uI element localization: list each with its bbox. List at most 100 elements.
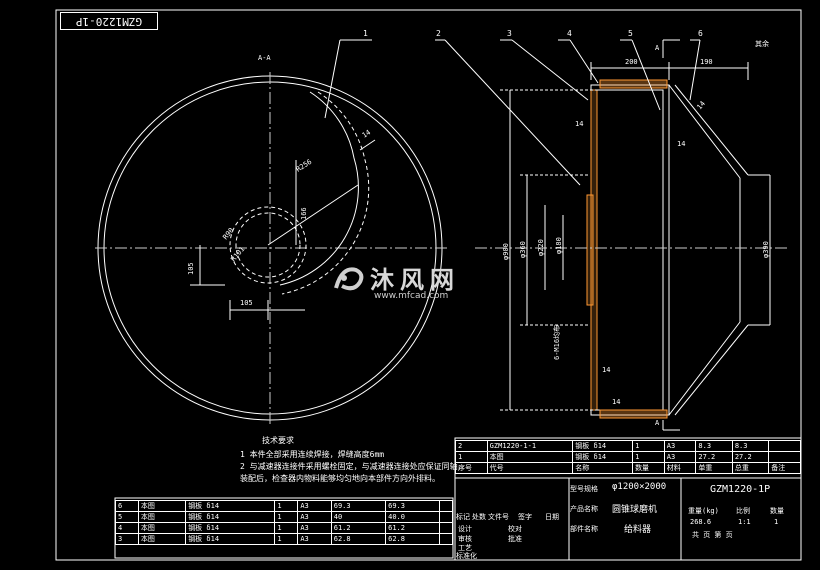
header-code: 代号 [486,462,574,474]
rev-header-2: 文件号 [488,513,509,521]
rev-header-0: 标记 [456,513,470,521]
cell-qty: 1 [274,533,299,545]
section-a-top: A [655,44,660,52]
dim-14-a: 14 [575,120,583,128]
cell-qty: 1 [632,440,665,452]
dim-d180: φ180 [555,237,563,254]
cell-mat: A3 [297,511,332,523]
rev-header-1: 处数 [472,513,486,521]
product-label: 产品名称 [570,505,598,513]
section-a-bottom: A [655,419,660,427]
dim-14-e: 14 [612,398,620,406]
scale-label: 比例 [736,507,750,515]
left-view [95,39,448,425]
cell-code: 本图 [137,511,187,523]
header-no: 序号 [455,462,488,474]
table-lines [114,437,802,561]
header-w1: 单重 [695,462,733,474]
watermark: 沐风网 www.mfcad.com [330,258,490,308]
weight-value: 268.6 [690,518,712,526]
right-dim-labels: 200 190 14 14 14 14 14 φ900 φ360 φ220 φ1… [502,39,770,427]
role-design: 设计 [458,525,472,533]
cell-no: 6 [115,500,139,512]
dim-d220: φ220 [537,239,545,256]
cell-w2: 8.3 [731,440,770,452]
tech-req-line-3: 装配后，检查器内物料能够均匀地向本部件方向外排料。 [240,474,440,483]
cell-name: 钢板 δ14 [185,522,276,534]
cell-name: 钢板 δ14 [185,511,276,523]
cell-name: 钢板 δ14 [185,500,276,512]
sheets: 共 页 第 页 [692,531,733,539]
dim-d360: φ360 [519,241,527,258]
tech-req-title: 技术要求 [262,436,294,445]
drawing-no: GZM1220-1P [710,484,771,495]
section-mark-aa: A-A [258,54,271,62]
cell-qty: 1 [632,451,665,463]
cell-no: 5 [115,511,139,523]
cell-qty: 1 [274,500,299,512]
cell-note [768,451,801,463]
surface-finish-mark: 其余 [755,39,769,48]
cell-qty: 1 [274,522,299,534]
cell-w2: 27.2 [731,451,770,463]
cell-note [439,511,453,523]
dim-166: 166 [300,207,308,220]
cell-w1: 8.3 [695,440,733,452]
cell-w1: 40 [330,511,387,523]
cell-w2: 69.3 [385,500,441,512]
cell-note [439,500,453,512]
cell-code: GZM1220-1-1 [486,440,574,452]
dim-d900: φ900 [502,243,510,260]
svg-text:4: 4 [567,29,572,38]
part-value: 给料器 [624,525,652,535]
product-value: 圆锥球磨机 [612,505,658,515]
cell-mat: A3 [297,522,332,534]
svg-text:5: 5 [628,29,633,38]
watermark-url: www.mfcad.com [374,291,449,301]
cell-code: 本图 [486,451,574,463]
dim-105h: 105 [240,299,253,307]
cell-w2: 40.0 [385,511,441,523]
dim-200: 200 [625,58,638,66]
drawing-code-rotated: GZM1220-1P [60,12,158,30]
cell-w1: 27.2 [695,451,733,463]
right-view [340,39,790,431]
dim-105v: 105 [187,262,195,275]
drawing-frame [55,9,802,561]
cell-note [439,533,453,545]
cell-w2: 62.8 [385,533,441,545]
cell-w1: 69.3 [330,500,387,512]
header-w2: 总重 [731,462,770,474]
cell-name: 钢板 δ14 [185,533,276,545]
dim-holes: 6-M16均布 [552,325,561,360]
watermark-logo-icon [334,267,364,291]
cell-w2: 61.2 [385,522,441,534]
rev-header-3: 签字 [518,513,532,521]
tech-req-line-1: 1 本件全部采用连续焊接，焊缝高度6mm [240,450,385,459]
cell-no: 3 [115,533,139,545]
cell-mat: A3 [663,451,697,463]
header-mat: 材料 [663,462,697,474]
table-header-row: 序号代号名称数量材料单重总重备注 [455,462,801,474]
model-label: 型号规格 [570,485,598,493]
tech-req-line-2: 2 与减速器连接件采用螺栓固定，与减速器连接处应保证同轴， [240,462,466,471]
cell-w1: 62.8 [330,533,387,545]
scale-value: 1:1 [738,518,751,526]
cell-name: 钢板 δ14 [572,440,634,452]
dim-14-c: 14 [695,100,707,112]
part-label: 部件名称 [570,525,598,533]
cell-code: 本图 [137,522,187,534]
role-standard: 标准化 [456,552,477,560]
header-note: 备注 [768,462,801,474]
svg-text:3: 3 [507,29,512,38]
cell-no: 1 [455,451,488,463]
balloon-labels: 1 2 3 4 5 6 [363,29,703,38]
cell-note [768,440,801,452]
